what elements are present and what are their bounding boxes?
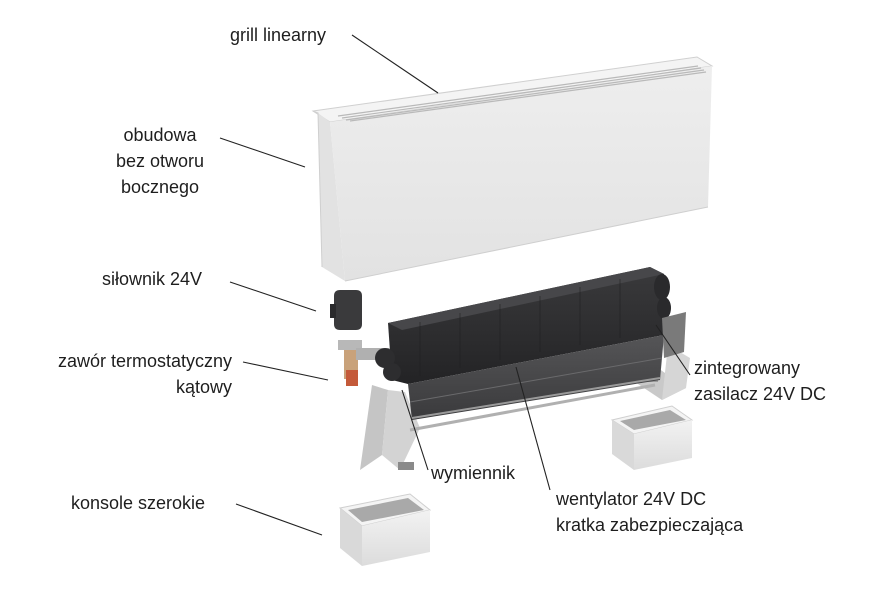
support-rail — [409, 383, 656, 432]
power-supply-box — [662, 312, 686, 358]
leader-lines — [219, 34, 691, 536]
label-housing-line-3: bocznego — [120, 177, 200, 197]
console-box-left — [338, 493, 432, 566]
label-power-supply: zintegrowany zasilacz 24V DC — [694, 355, 826, 407]
heat-exchanger — [388, 267, 671, 384]
label-housing-line-1: obudowa — [123, 125, 197, 145]
thermostatic-valve — [338, 340, 401, 386]
leader-valve — [242, 361, 329, 381]
label-exchanger: wymiennik — [431, 463, 516, 483]
label-valve-line-1: zawór termostatyczny — [57, 351, 232, 371]
label-power-supply-line-1: zintegrowany — [694, 358, 801, 378]
label-housing-line-2: bez otworu — [115, 151, 205, 171]
label-housing: obudowa bez otworu bocznego — [100, 122, 220, 200]
leader-power-supply — [655, 324, 691, 376]
actuator-24v — [330, 290, 362, 330]
label-fan-line-2: kratka zabezpieczająca — [556, 515, 744, 535]
label-power-supply-line-2: zasilacz 24V DC — [694, 384, 827, 404]
label-valve: zawór termostatyczny kątowy — [20, 348, 232, 400]
housing — [311, 56, 714, 282]
label-brackets: konsole szerokie — [71, 493, 206, 513]
label-fan-line-1: wentylator 24V DC — [556, 489, 707, 509]
leader-grill — [351, 34, 439, 94]
linear-grill — [337, 65, 707, 122]
label-actuator: siłownik 24V — [102, 269, 203, 289]
leader-brackets — [235, 503, 323, 536]
bracket-left — [360, 385, 420, 470]
label-valve-line-2: kątowy — [175, 377, 232, 397]
leader-exchanger — [401, 389, 429, 471]
leader-actuator — [229, 281, 317, 312]
label-grill: grill linearny — [230, 25, 327, 45]
label-fan: wentylator 24V DC kratka zabezpieczająca — [556, 486, 743, 538]
fan-unit — [408, 335, 664, 420]
leader-housing — [219, 137, 306, 168]
console-box-right — [610, 405, 694, 470]
leader-fan — [515, 366, 551, 491]
